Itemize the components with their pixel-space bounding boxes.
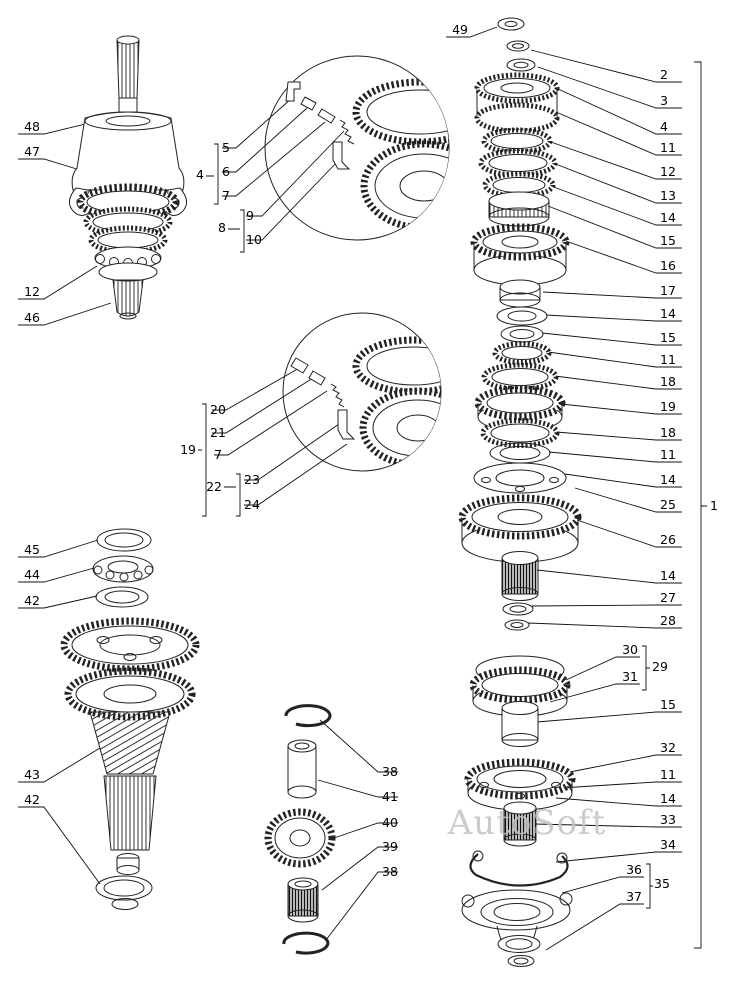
callout-14-b: 14 bbox=[660, 306, 676, 321]
callout-4: 4 bbox=[660, 119, 668, 134]
leader-lines-detail-lower bbox=[198, 366, 348, 506]
callout-15-b: 15 bbox=[660, 330, 676, 345]
callout-31: 31 bbox=[622, 669, 638, 684]
callout-18-b: 18 bbox=[660, 425, 676, 440]
watermark-text: AutoSoft bbox=[447, 803, 607, 843]
callout-26: 26 bbox=[660, 532, 676, 547]
callout-10: 10 bbox=[246, 232, 262, 247]
callout-17: 17 bbox=[660, 283, 676, 298]
callout-7: 7 bbox=[222, 188, 230, 203]
callout-46: 46 bbox=[24, 310, 40, 325]
callout-23: 23 bbox=[244, 472, 260, 487]
callout-11-c: 11 bbox=[660, 447, 676, 462]
callout-11-b: 11 bbox=[660, 352, 676, 367]
callout-49: 49 bbox=[452, 22, 468, 37]
callout-18: 18 bbox=[660, 374, 676, 389]
detail-view-lower bbox=[282, 312, 442, 472]
callout-group-35: 35 bbox=[654, 876, 670, 891]
callout-42: 42 bbox=[24, 593, 40, 608]
callout-9: 9 bbox=[246, 208, 254, 223]
callout-6: 6 bbox=[222, 164, 230, 179]
callout-14: 14 bbox=[660, 210, 676, 225]
detail-view-upper bbox=[264, 55, 450, 241]
callout-39: 39 bbox=[382, 839, 398, 854]
callout-group-29: 29 bbox=[652, 659, 668, 674]
callout-11-d: 11 bbox=[660, 767, 676, 782]
callout-41: 41 bbox=[382, 789, 398, 804]
callout-14-c: 14 bbox=[660, 472, 676, 487]
idler-gear-parts-drawing bbox=[264, 704, 336, 955]
callout-40: 40 bbox=[382, 815, 398, 830]
callout-group-4: 4 bbox=[196, 167, 204, 182]
callout-33: 33 bbox=[660, 812, 676, 827]
callout-24: 24 bbox=[244, 497, 260, 512]
callout-5: 5 bbox=[222, 140, 230, 155]
callout-15: 15 bbox=[660, 233, 676, 248]
callout-19-r: 19 bbox=[660, 399, 676, 414]
callout-12-left: 12 bbox=[24, 284, 40, 299]
callout-16: 16 bbox=[660, 258, 676, 273]
callout-36: 36 bbox=[626, 862, 642, 877]
callout-assembly-1: 1 bbox=[710, 498, 718, 513]
callout-38-b: 38 bbox=[382, 864, 398, 879]
callout-13: 13 bbox=[660, 188, 676, 203]
secondary-shaft-drawing bbox=[458, 17, 582, 967]
callout-3: 3 bbox=[660, 93, 668, 108]
leader-lines-left bbox=[18, 118, 112, 885]
callout-30: 30 bbox=[622, 642, 638, 657]
callout-25: 25 bbox=[660, 497, 676, 512]
callout-45: 45 bbox=[24, 542, 40, 557]
callout-7-b: 7 bbox=[214, 447, 222, 462]
leader-lines-detail-upper bbox=[206, 97, 345, 241]
callout-group-8: 8 bbox=[218, 220, 226, 235]
callout-37: 37 bbox=[626, 889, 642, 904]
intermediate-shaft-drawing bbox=[60, 528, 200, 910]
callout-43: 43 bbox=[24, 767, 40, 782]
callout-34: 34 bbox=[660, 837, 676, 852]
callout-15-c: 15 bbox=[660, 697, 676, 712]
callout-32: 32 bbox=[660, 740, 676, 755]
callout-group-22: 22 bbox=[206, 479, 222, 494]
leader-lines-right bbox=[446, 26, 682, 951]
callout-44: 44 bbox=[24, 567, 40, 582]
callout-20: 20 bbox=[210, 402, 226, 417]
callout-labels: 48 47 12 46 45 44 42 43 42 4 5 6 7 8 9 1… bbox=[24, 22, 718, 904]
callout-14-d: 14 bbox=[660, 568, 676, 583]
leader-lines-idler bbox=[317, 719, 398, 941]
callout-42-b: 42 bbox=[24, 792, 40, 807]
group-brackets bbox=[202, 61, 707, 949]
callout-27: 27 bbox=[660, 590, 676, 605]
callout-48: 48 bbox=[24, 119, 40, 134]
primary-shaft-drawing bbox=[69, 35, 187, 320]
callout-14-e: 14 bbox=[660, 791, 676, 806]
leader-lines bbox=[18, 26, 707, 951]
callout-2: 2 bbox=[660, 67, 668, 82]
callout-47: 47 bbox=[24, 144, 40, 159]
callout-38: 38 bbox=[382, 764, 398, 779]
callout-group-19: 19 bbox=[180, 442, 196, 457]
callout-12: 12 bbox=[660, 164, 676, 179]
callout-21: 21 bbox=[210, 425, 226, 440]
callout-28: 28 bbox=[660, 613, 676, 628]
callout-11: 11 bbox=[660, 140, 676, 155]
